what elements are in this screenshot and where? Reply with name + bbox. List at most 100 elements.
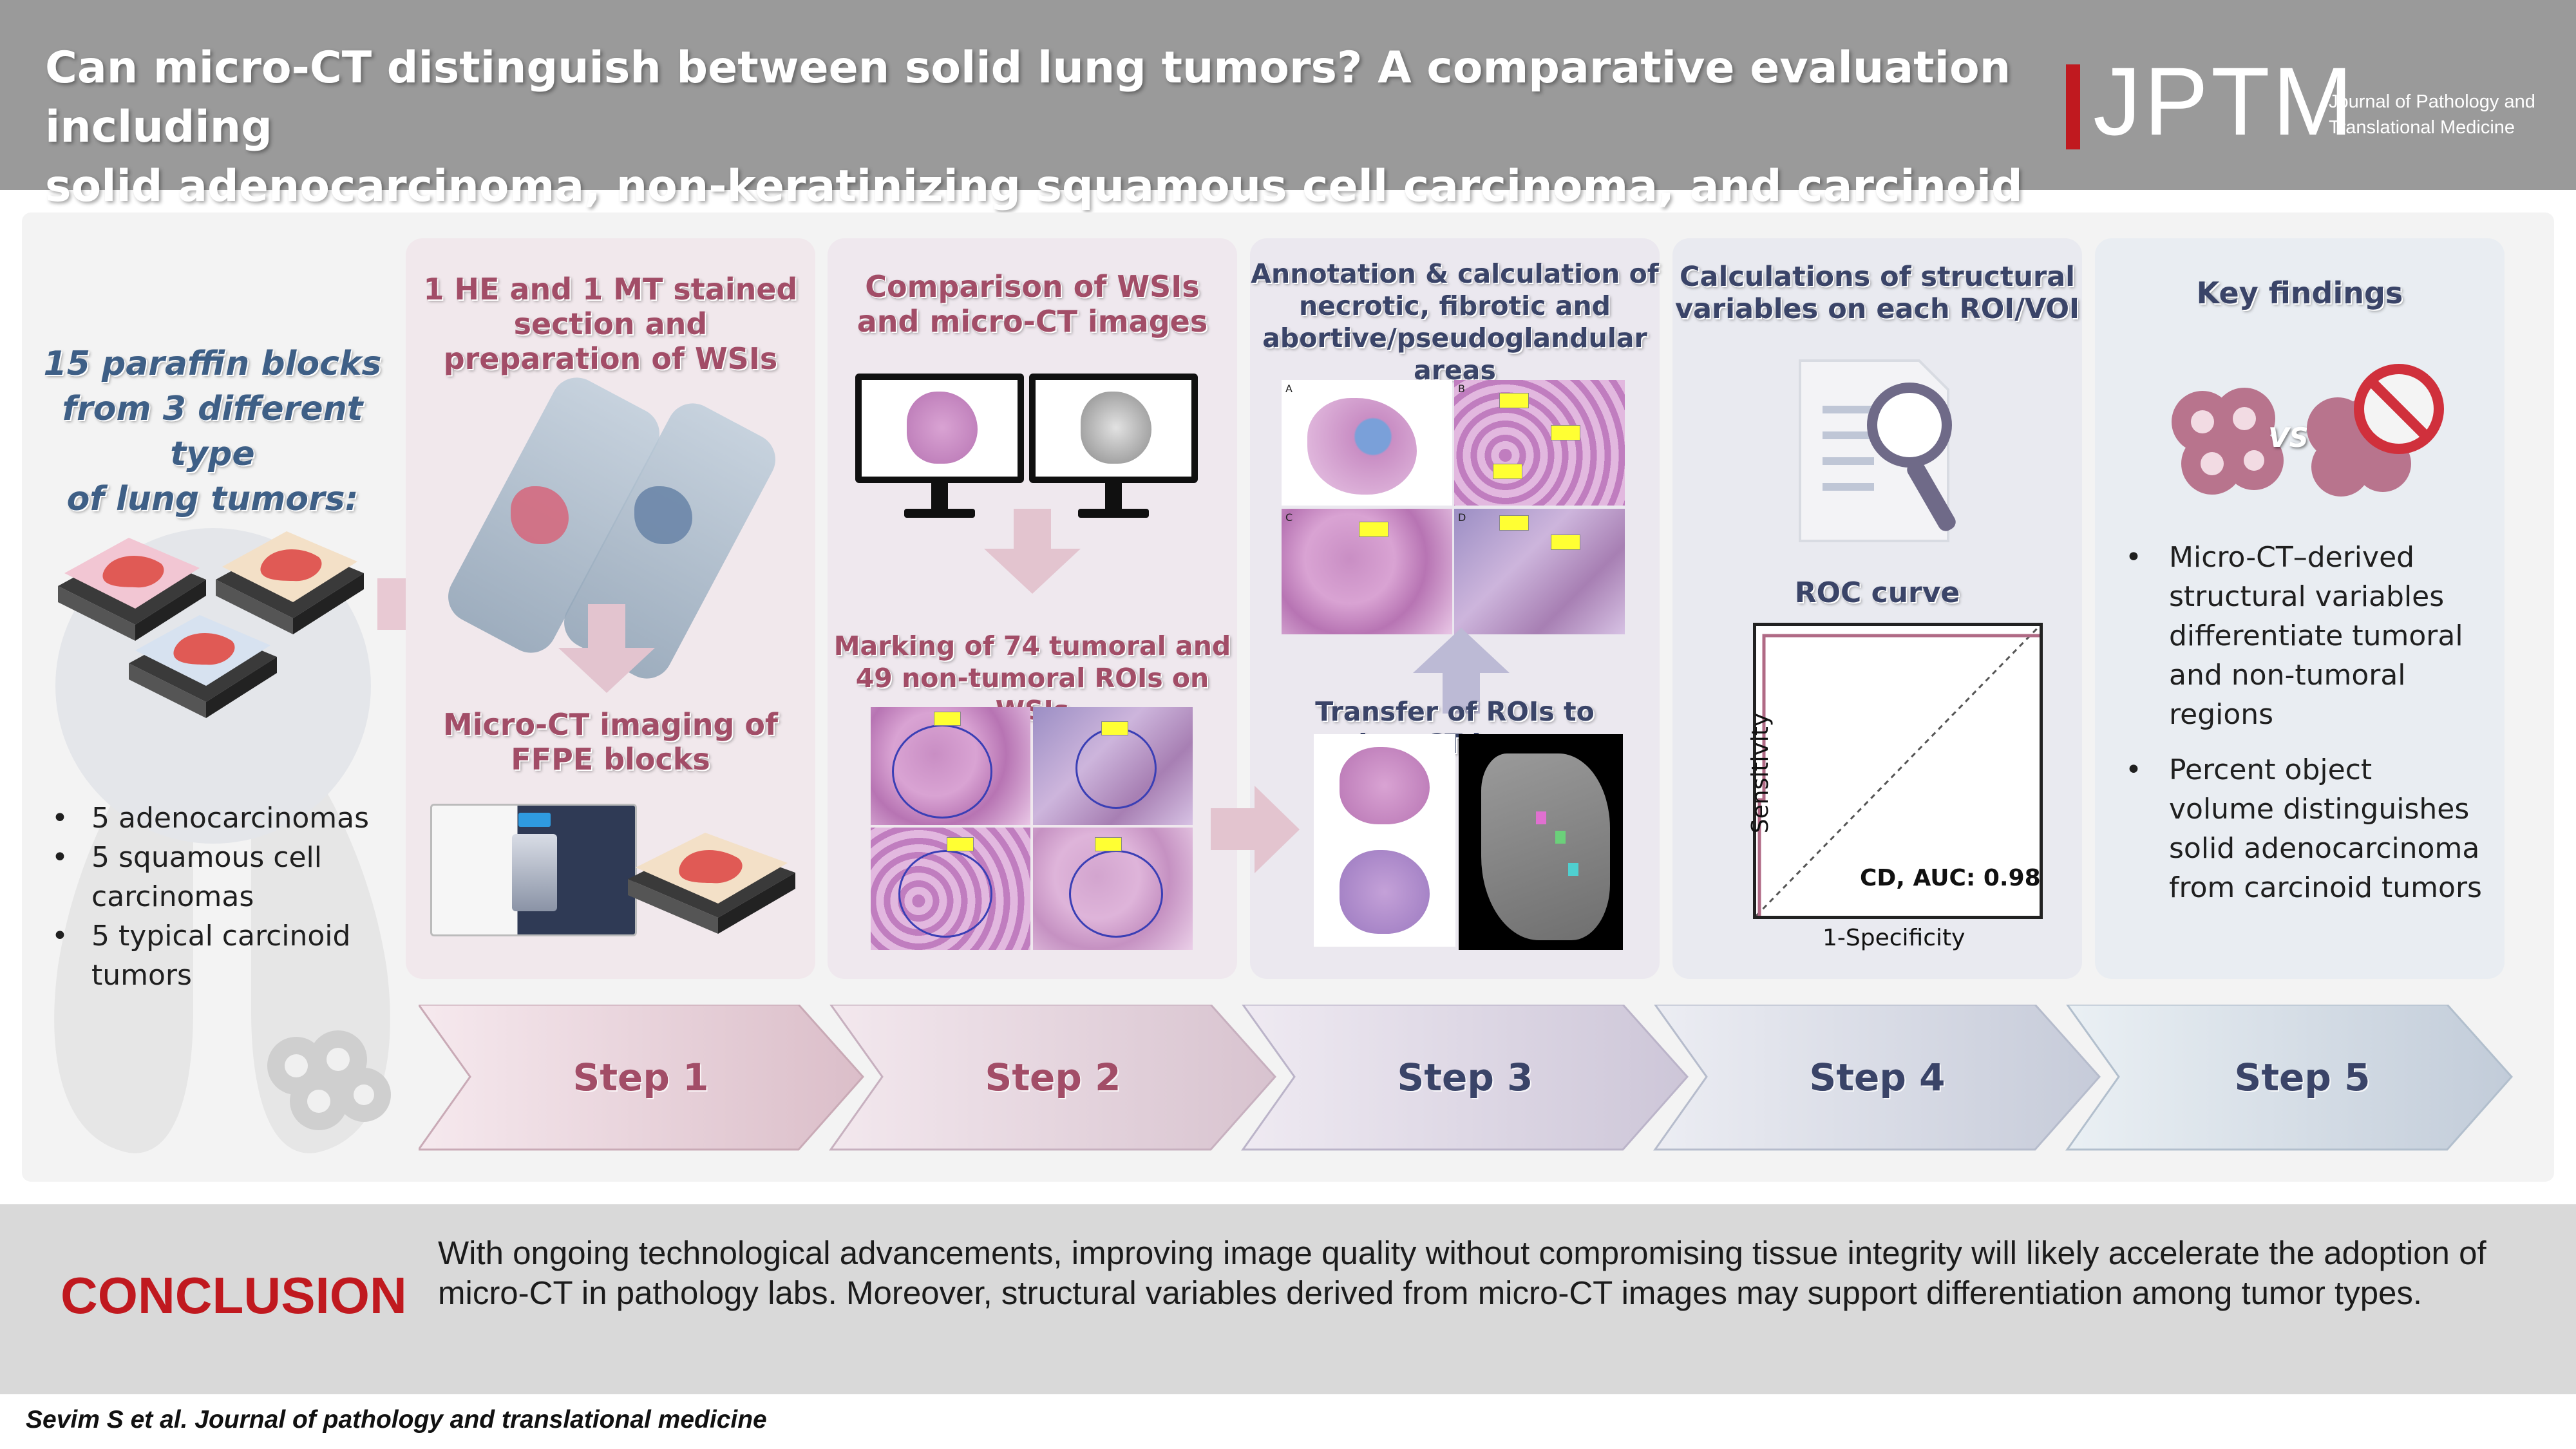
step3-arrow-shaft xyxy=(1443,672,1480,714)
key-findings-list: Micro-CT–derived structural variables di… xyxy=(2125,538,2486,907)
step1-subheading: Micro-CT imaging of FFPE blocks xyxy=(406,707,815,777)
step2-to-step3-arrow-icon xyxy=(1255,786,1300,873)
step1-label-box: Step 1 xyxy=(419,1005,863,1150)
ffpe-block-icon xyxy=(628,833,795,934)
roi-circle xyxy=(898,850,992,938)
micro-ct-thumbnail xyxy=(1081,392,1151,464)
annotation-tag xyxy=(1359,522,1388,537)
step3-subheading-line-1: Transfer of ROIs to xyxy=(1315,696,1595,727)
panel-d-label: D xyxy=(1458,511,1466,524)
step3-label: Step 3 xyxy=(1397,1055,1533,1099)
step1-arrow-down-icon xyxy=(558,648,655,693)
step2-arrow-down-icon xyxy=(984,549,1081,594)
paraffin-blocks-icon xyxy=(58,531,364,718)
step2-chevron xyxy=(829,1005,1277,1151)
scanner-screen-icon xyxy=(518,813,551,827)
step2-heading-line-2: and micro-CT images xyxy=(857,304,1208,339)
roi-circle xyxy=(1075,728,1157,809)
list-item: 5 typical carcinoid tumors xyxy=(52,916,386,995)
transfer-wsi-thumb-1 xyxy=(1340,747,1430,824)
step3-heading-line-2: necrotic, fibrotic and xyxy=(1298,290,1611,321)
roi-tag xyxy=(1101,721,1128,735)
step2-heading: Comparison of WSIs and micro-CT images xyxy=(828,269,1237,339)
roi-tag xyxy=(947,837,974,851)
list-item: Percent object volume distinguishes soli… xyxy=(2125,750,2486,907)
roi-tag xyxy=(1095,837,1122,851)
step3-heading: Annotation & calculation of necrotic, fi… xyxy=(1250,258,1660,386)
intro-heading-line-1: 15 paraffin blocks xyxy=(43,345,382,383)
annotation-tag xyxy=(1499,393,1529,408)
step4-heading: Calculations of structural variables on … xyxy=(1672,261,2082,325)
intro-heading: 15 paraffin blocks from 3 different type… xyxy=(39,341,386,522)
list-item: Micro-CT–derived structural variables di… xyxy=(2125,538,2486,734)
wsi-monitor-icon xyxy=(855,374,1024,483)
step4-label: Step 4 xyxy=(1809,1055,1946,1099)
roi-marker xyxy=(1536,811,1546,824)
step1-heading: 1 HE and 1 MT stained section and prepar… xyxy=(406,272,815,376)
step4-heading-line-1: Calculations of structural xyxy=(1680,261,2075,293)
panel-a-label: A xyxy=(1285,383,1293,395)
conclusion-band xyxy=(0,1204,2576,1394)
title-line-1: Can micro-CT distinguish between solid l… xyxy=(45,43,2011,153)
step1-label: Step 1 xyxy=(573,1055,709,1099)
transfer-wsi-thumb-2 xyxy=(1340,850,1430,934)
panel-a-tissue xyxy=(1307,398,1417,495)
step4-label-box: Step 4 xyxy=(1655,1005,2099,1150)
step-chevrons xyxy=(419,1005,2514,1151)
vs-label: VS xyxy=(2268,422,2309,453)
monitor-foot-icon xyxy=(904,509,975,518)
annotation-tag xyxy=(1493,464,1522,479)
monitor-stand-icon xyxy=(1105,483,1122,510)
step4-heading-line-2: variables on each ROI/VOI xyxy=(1674,293,2080,325)
step5-label-box: Step 5 xyxy=(2080,1005,2524,1150)
roc-plot xyxy=(1755,625,2041,917)
prohibited-icon xyxy=(2354,364,2444,454)
tumor-cell-cluster-icon xyxy=(2172,388,2284,495)
annotation-tag xyxy=(1551,535,1580,550)
tumor-type-list: 5 adenocarcinomas 5 squamous cell carcin… xyxy=(52,799,386,995)
conclusion-text: With ongoing technological advancements,… xyxy=(438,1235,2486,1311)
citation: Sevim S et al. Journal of pathology and … xyxy=(26,1406,767,1434)
list-item: 5 adenocarcinomas xyxy=(52,799,386,838)
step2-arrow-shaft xyxy=(1014,509,1051,551)
step1-chevron xyxy=(419,1005,865,1151)
annotation-tag xyxy=(1551,425,1580,440)
panel-b-label: B xyxy=(1458,383,1465,395)
step2-heading-line-1: Comparison of WSIs xyxy=(865,269,1200,304)
step3-arrow-up-icon xyxy=(1413,628,1510,673)
step5-heading: Key findings xyxy=(2196,276,2403,310)
step5-label: Step 5 xyxy=(2234,1055,2371,1099)
annotation-panel-a: A xyxy=(1282,380,1452,506)
roc-title: ROC curve xyxy=(1794,576,1960,609)
annotation-panel-c: C xyxy=(1282,509,1452,634)
roi-tag xyxy=(934,712,961,726)
step3-chevron xyxy=(1241,1005,1689,1151)
journal-logo-subtitle: Journal of Pathology and Translational M… xyxy=(2329,89,2573,140)
annotation-panel-b: B xyxy=(1454,380,1625,506)
he-stain-icon xyxy=(511,486,569,544)
step1-subheading-line-1: Micro-CT imaging of xyxy=(442,707,779,742)
roi-circle xyxy=(1069,850,1163,938)
step3-label-box: Step 3 xyxy=(1243,1005,1687,1150)
roc-curve xyxy=(1757,634,2040,916)
step2-label-box: Step 2 xyxy=(831,1005,1275,1150)
panel-c-label: C xyxy=(1285,511,1293,524)
logo-sub-line-1: Journal of Pathology and xyxy=(2329,91,2535,112)
roi-circle xyxy=(892,724,992,819)
monitor-foot-icon xyxy=(1078,509,1149,518)
roc-y-axis-label: Sensitivity xyxy=(1747,712,1774,834)
step3-heading-line-1: Annotation & calculation of xyxy=(1251,258,1659,289)
header-banner xyxy=(0,0,2576,190)
roc-auc-label: CD, AUC: 0.98 xyxy=(1860,865,2041,891)
list-item: 5 squamous cell carcinomas xyxy=(52,838,386,916)
roi-marker xyxy=(1555,831,1566,844)
step2-label: Step 2 xyxy=(985,1055,1121,1099)
step2-subheading-line-1: Marking of 74 tumoral and xyxy=(833,630,1231,661)
scanner-chamber-icon xyxy=(512,834,557,911)
step5-chevron xyxy=(2065,1005,2514,1151)
step3-heading-line-3: abortive/pseudoglandular areas xyxy=(1262,323,1647,386)
step2-to-step3-arrow-shaft xyxy=(1211,808,1256,850)
monitor-stand-icon xyxy=(931,483,948,510)
cell-cluster-icon xyxy=(267,1030,391,1130)
roc-chart-frame xyxy=(1753,623,2043,919)
